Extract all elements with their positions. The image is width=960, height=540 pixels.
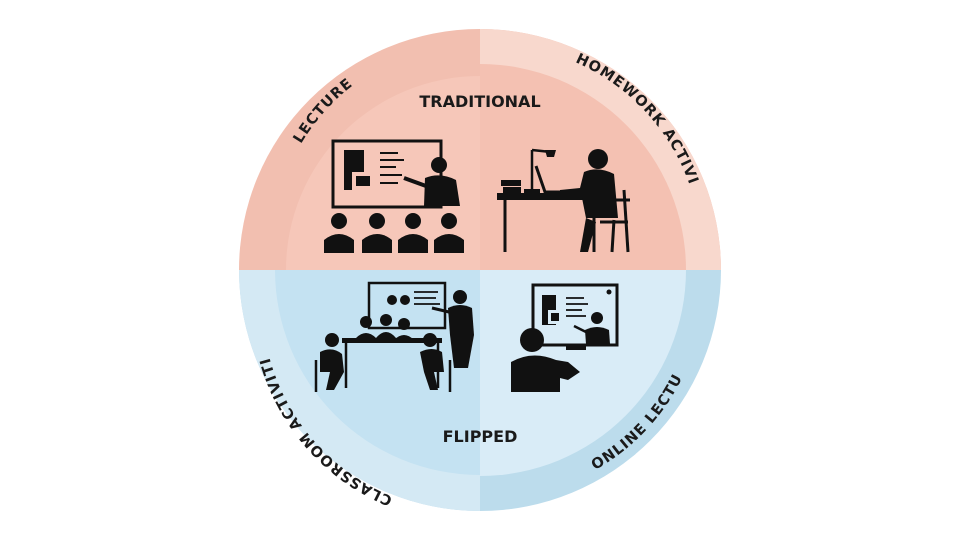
lecture-icon: [324, 139, 464, 253]
traditional-title: TRADITIONAL: [419, 92, 540, 111]
homework-icon: [497, 148, 630, 253]
online-lecture-icon: [511, 283, 619, 392]
inner-bottom-left: [275, 270, 480, 475]
classroom-icon: [314, 281, 474, 392]
inner-top-right: [480, 64, 686, 270]
flipped-title: FLIPPED: [443, 427, 518, 446]
